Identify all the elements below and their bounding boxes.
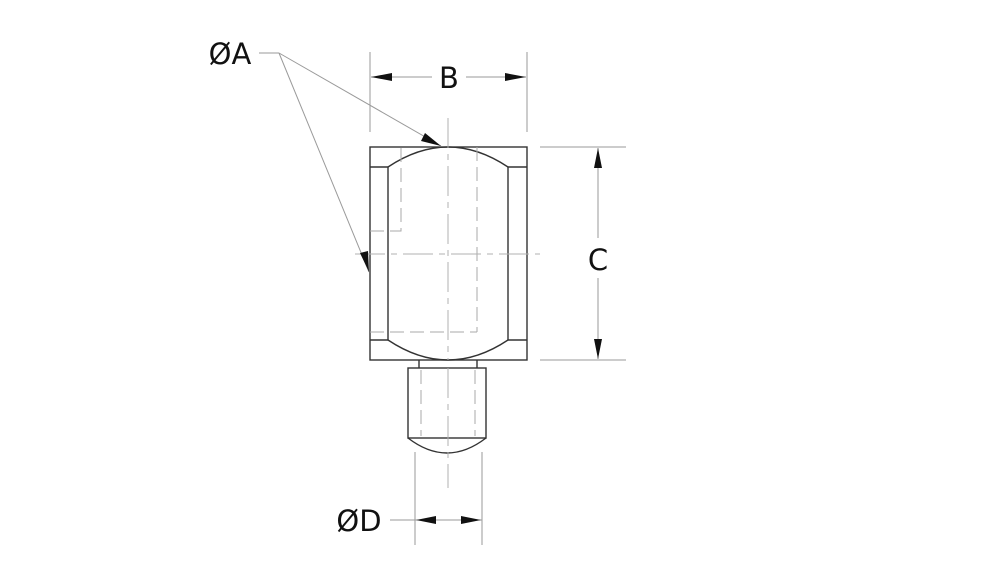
arrow-left-icon [371, 73, 392, 81]
shank-body [407, 367, 487, 439]
dimension-d: ØD [336, 452, 483, 545]
arrow-d-right-icon [461, 516, 481, 524]
shank-end-arc [407, 437, 487, 454]
arrow-leader-side-icon [360, 251, 369, 272]
dimension-b: B [369, 52, 528, 132]
label-a: ØA [209, 37, 252, 71]
a-leader-side [278, 52, 370, 273]
a-leader-top [278, 52, 442, 147]
label-b: B [439, 61, 459, 95]
label-c: C [588, 243, 608, 277]
arrow-d-left-icon [416, 516, 436, 524]
threaded-shank [407, 360, 487, 488]
arrow-up-icon [594, 148, 602, 168]
hidden-line-upper-left [370, 147, 402, 232]
label-d: ØD [336, 504, 381, 538]
arrow-down-icon [594, 339, 602, 359]
arrow-leader-top-icon [421, 133, 441, 146]
dimension-a: ØA [209, 37, 442, 273]
dimension-c: C [540, 146, 626, 361]
arrow-right-icon [505, 73, 526, 81]
ball-body [355, 118, 540, 361]
